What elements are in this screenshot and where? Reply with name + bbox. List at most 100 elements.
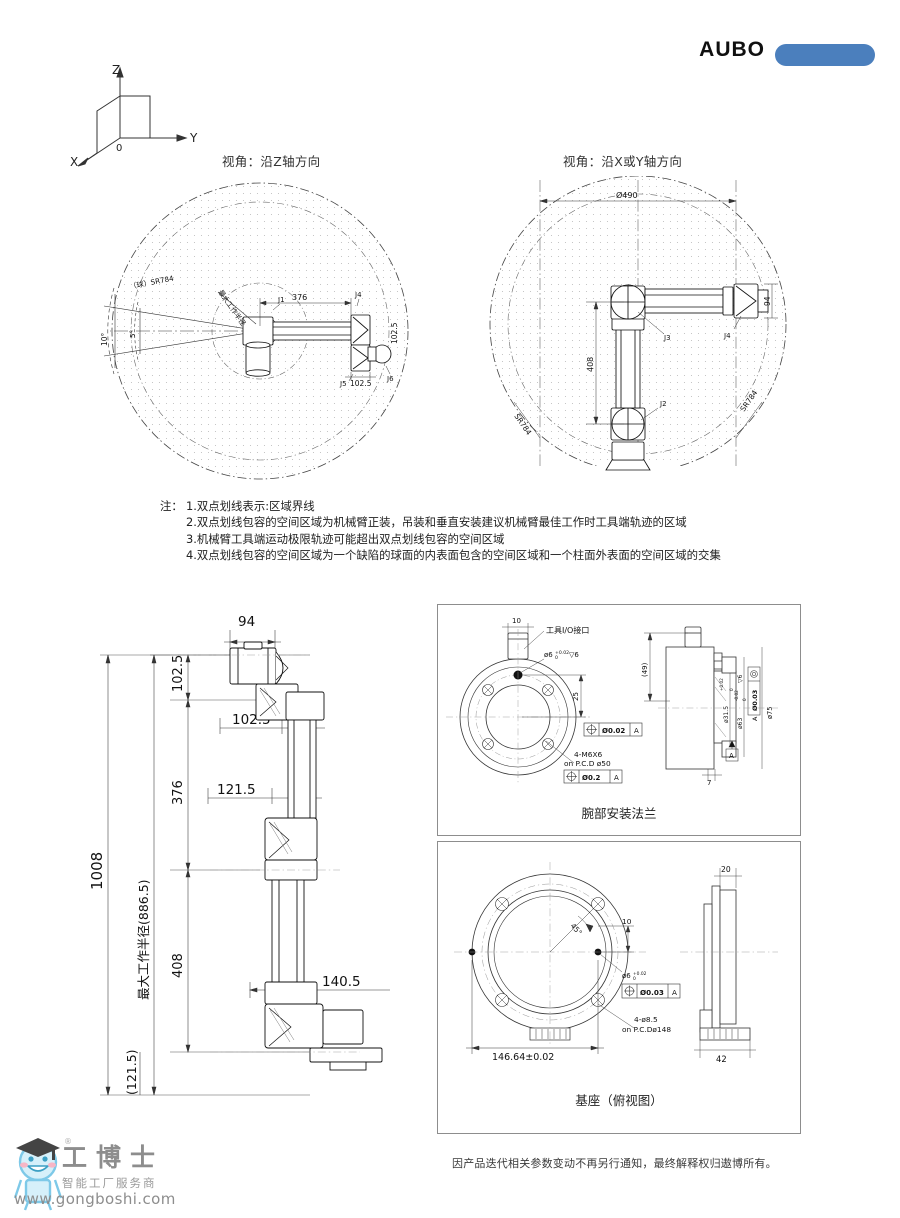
base-panel-title: 基座（俯视图） — [575, 1093, 663, 1108]
flange-gdt-small-value: Ø0.02 — [602, 727, 625, 735]
dim-376-elev: 376 — [171, 780, 186, 805]
note-item-1: 1.双点划线表示:区域界线 — [186, 499, 315, 513]
base-side-plate — [711, 885, 721, 1029]
arm-elev-link-lower — [271, 879, 305, 983]
base-gdt-value: Ø0.03 — [640, 988, 664, 997]
joint-label-j4: J4 — [354, 291, 362, 299]
joint-label-j5: J5 — [339, 380, 347, 388]
arm-link-vertical — [615, 325, 641, 409]
angle-10-label: 10° — [100, 332, 109, 346]
flange-gdt-small-datum: A — [634, 727, 639, 735]
flange-panel-title: 腕部安装法兰 — [581, 806, 657, 821]
aubo-logo-text: AUBO — [699, 38, 765, 61]
registered-mark: ® — [64, 1137, 72, 1146]
note-item-3: 3.机械臂工具端运动极限轨迹可能超出双点划线包容的空间区域 — [186, 531, 505, 546]
base-panel: 45° 10 ø6 +0.02 0 — [437, 841, 801, 1134]
flange-dim-49: (49) — [641, 662, 649, 677]
arm-link-top — [272, 321, 352, 341]
base-pcd-dim: 146.64±0.02 — [492, 1052, 554, 1063]
axis-label-x: X — [70, 155, 78, 168]
flange-thread-note-1: 4-M6X6 — [574, 750, 603, 759]
workspace-envelope-side-view: Ø490 — [478, 176, 798, 486]
page-header: AUBO — [0, 0, 900, 86]
flange-datum-flag: A — [729, 752, 734, 760]
flange-gdt-big-datum: A — [614, 774, 619, 782]
svg-text:0: 0 — [633, 976, 636, 982]
flange-dim-25: 25 — [572, 692, 580, 701]
arm-elev-link-upper — [287, 719, 317, 819]
dim-94-elev: 94 — [238, 614, 255, 630]
joint-label-j4: J4 — [723, 332, 731, 340]
arm-wrist-j4 — [350, 314, 371, 346]
watermark-url: www.gongboshi.com — [14, 1190, 176, 1208]
arm-wrist-j5 — [350, 344, 371, 372]
svg-text:+0.02: +0.02 — [555, 650, 569, 656]
footer-disclaimer: 因产品迭代相关参数变动不再另行通知，最终解释权归遨博所有。 — [452, 1157, 777, 1170]
flange-d315: ø31.5 — [723, 706, 730, 723]
flange-thread-note-2: on P.C.D ø50 — [564, 759, 611, 768]
axis-label-z: Z — [112, 63, 120, 77]
flange-d75: ø75 — [766, 707, 774, 719]
wrist-flange-panel: 10 工具I/O接口 ø6 +0.02 0 ▽6 25 — [437, 604, 801, 836]
joint-label-j3: J3 — [663, 334, 671, 342]
base-hole-note-1: 4-ø8.5 — [634, 1015, 658, 1024]
dim-408-side: 408 — [586, 357, 595, 372]
watermark-company-name: 工博士 — [62, 1143, 165, 1172]
view-caption-xy-axis: 视角：沿X或Y轴方向 — [563, 154, 683, 169]
arm-link-horizontal — [644, 288, 724, 314]
flange-pin-callout: ø6 — [544, 651, 553, 659]
dim-1405: 140.5 — [322, 974, 361, 990]
gongboshi-watermark-mascot: ® — [8, 1132, 238, 1214]
notes-prefix: 注： — [160, 499, 183, 513]
dim-94-side: 94 — [763, 296, 772, 306]
dim-1008: 1008 — [88, 852, 106, 890]
dim-1025-vertical: 102.5 — [171, 655, 186, 692]
brand-pill-decoration — [775, 44, 875, 66]
svg-text:+0.02: +0.02 — [633, 971, 647, 977]
svg-text:▽6: ▽6 — [569, 651, 579, 659]
base-dim-20: 20 — [721, 865, 731, 874]
workspace-envelope-top-view: （球）SR784 10° 5° — [100, 176, 420, 486]
view-caption-z-axis: 视角：沿Z轴方向 — [222, 154, 321, 169]
svg-text:0: 0 — [729, 688, 734, 691]
svg-text:▽6: ▽6 — [737, 674, 744, 683]
dim-1215-horizontal: 121.5 — [217, 782, 256, 798]
dim-max-reach: 最大工作半径(886.5) — [136, 879, 151, 1000]
flange-runout-datum: A — [751, 716, 759, 721]
dim-1215-base: (121.5) — [124, 1049, 139, 1095]
svg-text:0: 0 — [555, 655, 558, 661]
base-pin-callout: ø6 — [622, 972, 631, 980]
flange-d63: ø63 — [737, 718, 744, 729]
base-dim-10: 10 — [622, 917, 632, 926]
joint-label-j1: J1 — [277, 296, 285, 304]
angle-5-label: 5° — [129, 330, 137, 338]
svg-text:-0.02: -0.02 — [734, 690, 739, 701]
envelope-inner-circle — [130, 201, 390, 461]
arm-wrist-assembly — [733, 283, 759, 319]
base-gdt-datum: A — [672, 988, 677, 997]
notes-block: 注：1.双点划线表示:区域界线 2.双点划线包容的空间区域为机械臂正装，吊装和垂… — [160, 498, 860, 564]
note-item-2: 2.双点划线包容的空间区域为机械臂正装，吊装和垂直安装建议机械臂最佳工作时工具端… — [186, 515, 687, 530]
arm-elev-base-plate — [309, 1047, 383, 1063]
dim-376-top: 376 — [292, 293, 307, 302]
dim-1025-b: 102.5 — [390, 322, 399, 344]
coordinate-axes-diagram: Z Y X 0 — [52, 58, 232, 168]
joint-label-j6: J6 — [386, 375, 394, 383]
flange-gdt-big-value: Ø0.2 — [582, 774, 600, 782]
note-item-4: 4.双点划线包容的空间区域为一个缺陷的球面的内表面包含的空间区域和一个柱面外表面… — [186, 548, 721, 563]
dim-1025-a: 102.5 — [350, 379, 372, 388]
base-dim-42: 42 — [716, 1054, 727, 1064]
dim-d490: Ø490 — [616, 190, 638, 200]
base-side-connector — [699, 1027, 751, 1041]
watermark-tagline: 智能工厂服务商 — [62, 1176, 157, 1190]
axis-label-y: Y — [189, 131, 198, 145]
dim-408-elev: 408 — [171, 953, 186, 978]
flange-dim-10: 10 — [512, 617, 521, 625]
tool-io-label: 工具I/O接口 — [546, 625, 589, 635]
joint-label-j2: J2 — [659, 400, 667, 408]
arm-elev-wrist-top — [229, 647, 277, 685]
svg-text:0: 0 — [742, 698, 747, 701]
arm-base-plate — [605, 459, 651, 471]
svg-text:+0.02: +0.02 — [719, 678, 724, 691]
